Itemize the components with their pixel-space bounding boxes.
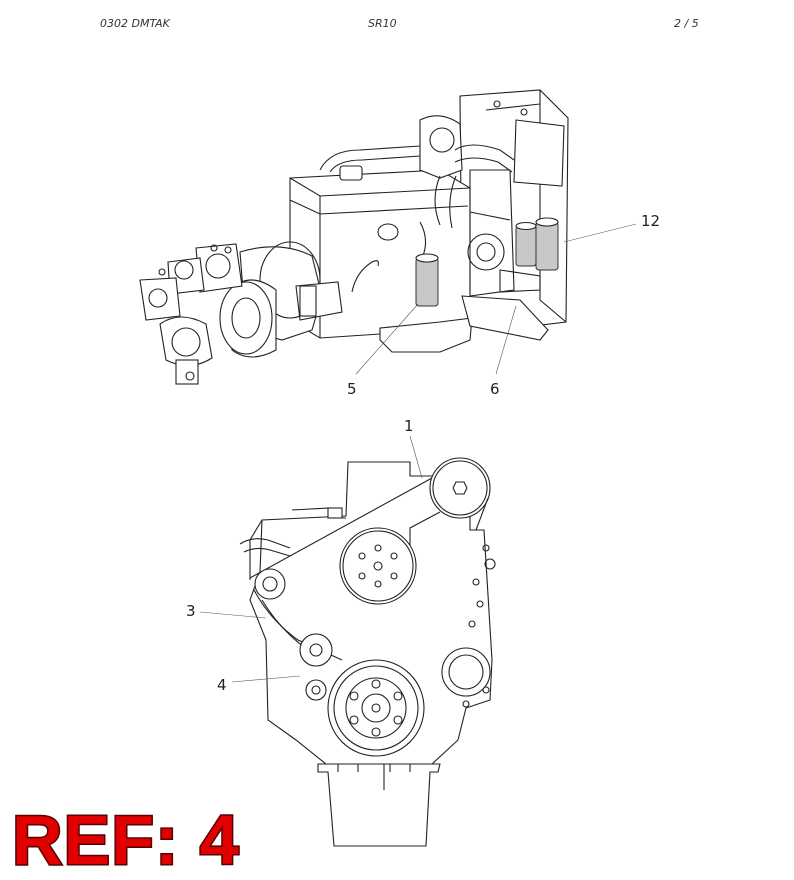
header-page-number: 2 / 5: [674, 17, 699, 30]
leader-12: [563, 223, 637, 243]
callout-6: 6: [490, 380, 500, 398]
callout-1: 1: [404, 417, 414, 435]
engine-side-view: [139, 89, 569, 385]
callout-5: 5: [347, 380, 357, 398]
callout-12: 12: [641, 212, 661, 230]
callout-3: 3: [186, 602, 196, 620]
leader-4: [231, 675, 301, 683]
leader-1: [409, 435, 423, 479]
engine-front-view: [239, 457, 496, 847]
callout-4: 4: [217, 676, 227, 694]
header-doc-code: 0302 DMTAK: [100, 17, 170, 30]
leader-3: [199, 611, 267, 619]
leader-6: [495, 305, 517, 375]
reference-label: REF: 4: [11, 800, 241, 880]
header-model: SR10: [368, 17, 397, 30]
leader-5: [355, 303, 419, 375]
